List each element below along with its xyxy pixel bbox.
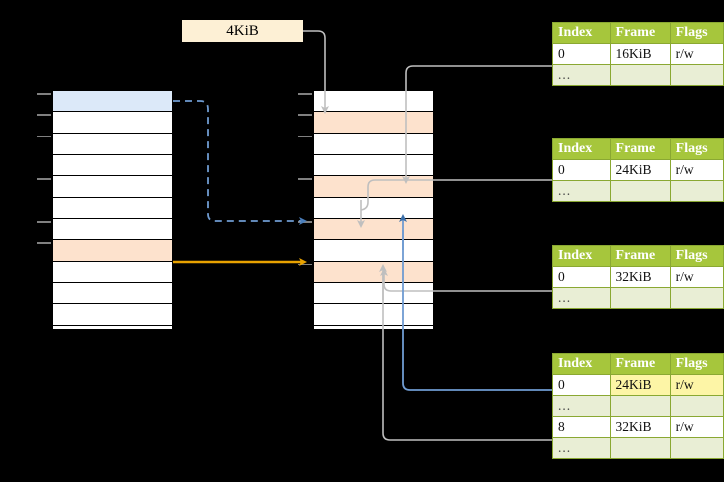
table-cell (609, 64, 671, 86)
page-row[interactable] (53, 304, 172, 326)
table-cell (669, 395, 724, 417)
table-row[interactable]: ... (552, 64, 724, 86)
page-row[interactable] (53, 155, 172, 177)
table-row[interactable]: ... (552, 395, 724, 417)
column-header-frame: Frame (609, 22, 671, 44)
table-cell: ... (552, 287, 611, 309)
row-tick-mark (37, 135, 51, 138)
page-row[interactable] (314, 261, 433, 284)
row-tick-mark (298, 135, 312, 138)
row-tick-mark (37, 242, 51, 244)
table-row[interactable]: ... (552, 180, 724, 202)
target-address-column (298, 90, 434, 330)
page-row[interactable] (314, 240, 433, 262)
table-cell: r/w (669, 266, 724, 288)
page-row[interactable] (53, 197, 172, 220)
column-header-index: Index (552, 353, 611, 375)
column-header-index: Index (552, 22, 611, 44)
row-tick-mark (37, 93, 51, 95)
table-cell: 0 (552, 43, 611, 65)
row-tick-mark (298, 263, 312, 266)
page-row[interactable] (314, 197, 433, 220)
page-size-label-text: 4KiB (226, 22, 259, 39)
page-row[interactable] (314, 112, 433, 134)
page-row[interactable] (53, 133, 172, 156)
table-cell: ... (552, 437, 611, 459)
row-tick-mark (298, 93, 312, 95)
table-row[interactable]: ... (552, 437, 724, 459)
page-row[interactable] (314, 219, 433, 241)
wire-blue-dashed-l1-to-m7 (173, 100, 307, 225)
table-cell: 24KiB (609, 374, 671, 396)
page-row[interactable] (53, 219, 172, 241)
page-row[interactable] (53, 176, 172, 198)
source-address-column (37, 90, 173, 330)
page-row[interactable] (314, 133, 433, 156)
table-cell (669, 64, 724, 86)
table-cell: 0 (552, 266, 611, 288)
table-cell (669, 437, 724, 459)
table-cell: 0 (552, 159, 611, 181)
table-cell (609, 395, 671, 417)
column-header-frame: Frame (609, 353, 671, 375)
row-tick-mark (298, 178, 312, 180)
table-cell (609, 180, 671, 202)
row-tick-mark (37, 178, 51, 180)
table-cell (609, 287, 671, 309)
page-row[interactable] (314, 304, 433, 326)
row-tick-mark (298, 114, 312, 116)
page-row[interactable] (314, 155, 433, 177)
table-cell: r/w (669, 43, 724, 65)
row-tick-mark (37, 114, 51, 116)
page-row[interactable] (53, 91, 172, 113)
page-size-label: 4KiB (182, 20, 303, 42)
page-row[interactable] (314, 91, 433, 113)
page-row[interactable] (53, 240, 172, 262)
column-header-flags: Flags (669, 353, 724, 375)
table-cell (609, 437, 671, 459)
table-cell: r/w (669, 374, 724, 396)
column-header-index: Index (552, 245, 611, 267)
table-row[interactable]: ... (552, 287, 724, 309)
table-cell: r/w (669, 416, 724, 438)
table-cell (669, 287, 724, 309)
table-cell: 16KiB (609, 43, 671, 65)
table-cell: 32KiB (609, 266, 671, 288)
table-cell: 8 (552, 416, 611, 438)
table-cell (669, 180, 724, 202)
table-cell: 0 (552, 374, 611, 396)
column-header-frame: Frame (609, 138, 671, 160)
table-cell: ... (552, 180, 611, 202)
table-cell: ... (552, 64, 611, 86)
page-row[interactable] (314, 283, 433, 305)
row-tick-mark (298, 221, 312, 223)
page-row[interactable] (53, 283, 172, 305)
table-cell: r/w (669, 159, 724, 181)
row-tick-mark (37, 221, 51, 223)
table-cell: 24KiB (609, 159, 671, 181)
table-cell: ... (552, 395, 611, 417)
column-header-flags: Flags (669, 138, 724, 160)
page-row[interactable] (53, 112, 172, 134)
column-header-flags: Flags (669, 22, 724, 44)
page-row[interactable] (314, 176, 433, 198)
column-header-flags: Flags (669, 245, 724, 267)
column-header-index: Index (552, 138, 611, 160)
table-cell: 32KiB (609, 416, 671, 438)
page-row[interactable] (53, 261, 172, 284)
column-header-frame: Frame (609, 245, 671, 267)
